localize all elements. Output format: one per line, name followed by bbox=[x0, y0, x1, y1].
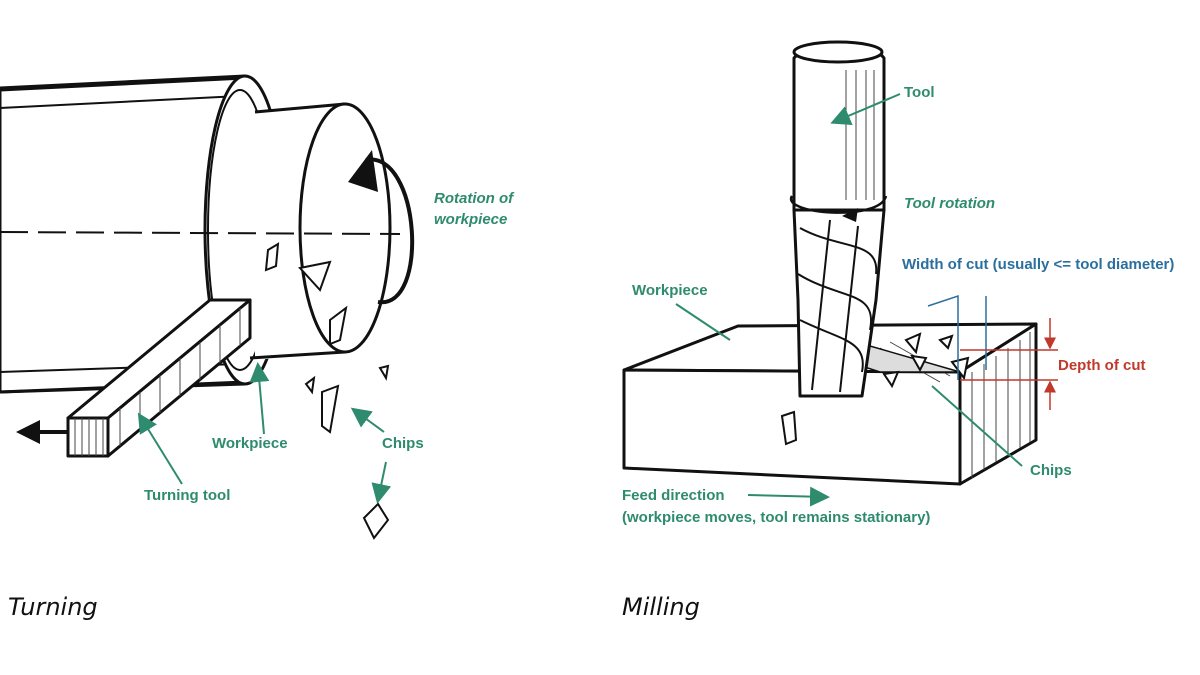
tool-rotation-label: Tool rotation bbox=[904, 195, 995, 212]
end-mill-tool bbox=[792, 40, 886, 398]
turning-chips-label: Chips bbox=[382, 435, 424, 452]
width-of-cut-label: Width of cut (usually <= tool diameter) bbox=[902, 256, 1174, 273]
rotation-arrow bbox=[348, 150, 415, 305]
rotation-label-line2: workpiece bbox=[434, 211, 507, 228]
turning-diagram: Rotation of workpiece Workpiece Chips Tu… bbox=[0, 74, 515, 621]
milling-workpiece-label: Workpiece bbox=[632, 282, 708, 299]
milling-chips-label: Chips bbox=[1030, 462, 1072, 479]
turning-workpiece bbox=[249, 102, 392, 360]
turning-chips bbox=[264, 242, 390, 540]
turning-leaders bbox=[137, 362, 392, 504]
milling-tool-label: Tool bbox=[904, 84, 935, 101]
milling-leaders bbox=[675, 93, 1023, 507]
feed-arrow-turning bbox=[16, 420, 68, 444]
turning-workpiece-label: Workpiece bbox=[212, 435, 288, 452]
tool-rotation-arrow bbox=[789, 195, 888, 222]
feed-note-label: (workpiece moves, tool remains stationar… bbox=[622, 509, 930, 526]
rotation-label-line1: Rotation of bbox=[434, 190, 515, 207]
turning-caption: Turning bbox=[8, 593, 98, 621]
milling-diagram: Tool Tool rotation Width of cut (usually… bbox=[622, 40, 1174, 621]
depth-of-cut-label: Depth of cut bbox=[1058, 357, 1146, 374]
feed-direction-label: Feed direction bbox=[622, 487, 725, 504]
width-of-cut-markers bbox=[927, 294, 987, 380]
turning-tool-label: Turning tool bbox=[144, 487, 230, 504]
turning-axis bbox=[0, 231, 401, 235]
depth-of-cut-markers bbox=[960, 318, 1058, 410]
milling-caption: Milling bbox=[622, 593, 700, 621]
milling-chips bbox=[780, 332, 970, 446]
